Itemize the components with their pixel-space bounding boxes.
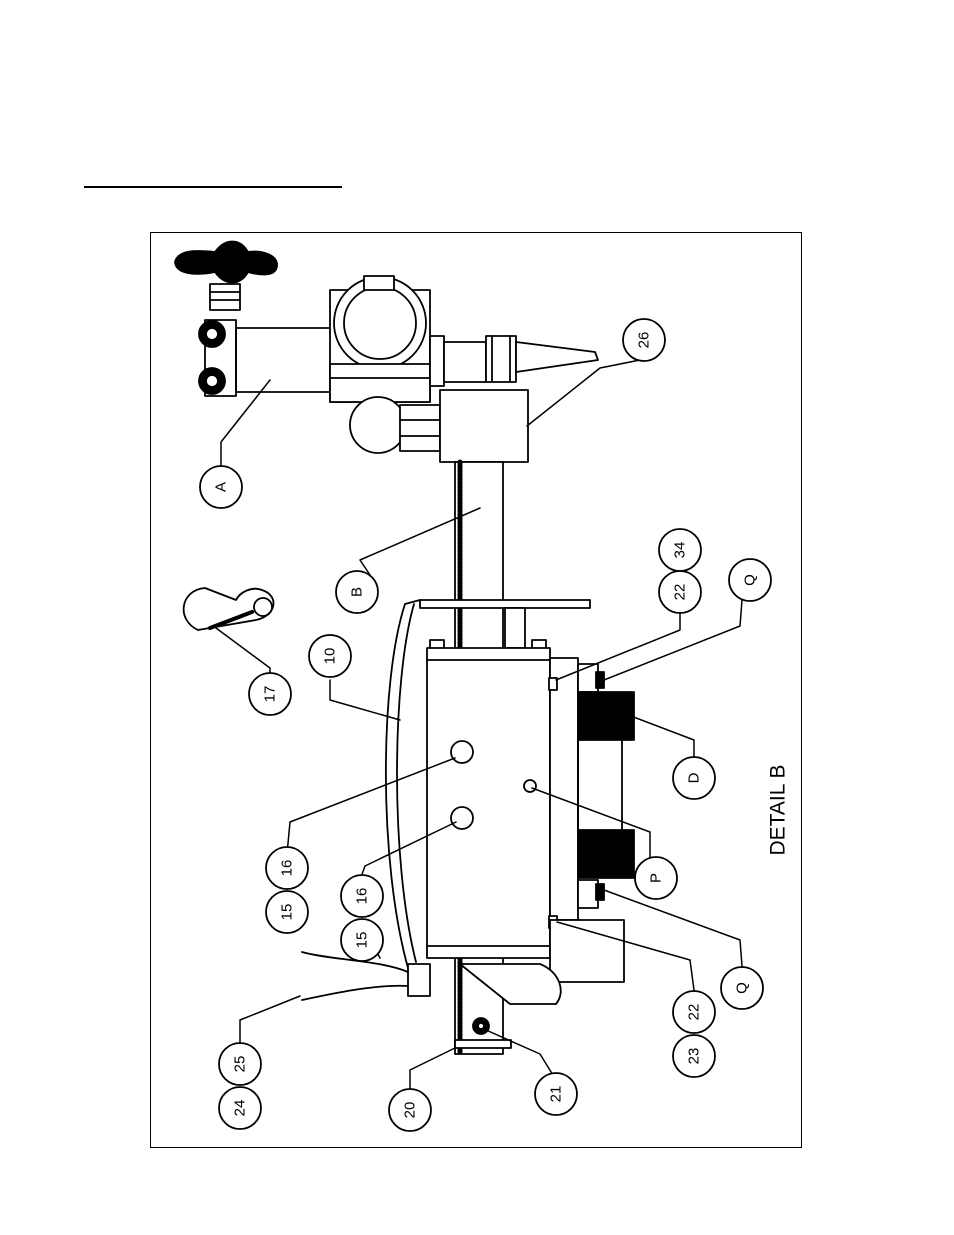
svg-text:20: 20: [402, 1102, 419, 1119]
drawing-frame: [150, 232, 802, 1148]
callout-24: 24: [218, 1086, 262, 1130]
end-plate: [454, 1017, 512, 1049]
svg-text:A: A: [213, 482, 230, 492]
callout-P: P: [634, 856, 678, 900]
callout-21: 21: [534, 1072, 578, 1116]
svg-text:23: 23: [686, 1048, 703, 1065]
svg-text:16: 16: [354, 888, 371, 905]
drive-wheels: [577, 663, 635, 909]
svg-text:D: D: [686, 772, 703, 783]
callout-15-lower: 15: [340, 918, 384, 962]
callout-23: 23: [672, 1034, 716, 1078]
callout-17: 17: [248, 672, 292, 716]
callout-16-upper: 16: [265, 846, 309, 890]
side-plate: [419, 599, 591, 653]
callout-25: 25: [218, 1042, 262, 1086]
svg-text:15: 15: [279, 904, 296, 921]
svg-text:15: 15: [354, 932, 371, 949]
svg-text:P: P: [648, 873, 665, 883]
callout-Q-bottom: Q: [720, 966, 764, 1010]
callout-B: B: [335, 570, 379, 614]
leader-lines: [215, 359, 743, 1091]
title-underline: [84, 186, 342, 188]
svg-text:21: 21: [548, 1086, 565, 1103]
torch-holder-block: [349, 389, 529, 463]
callout-20: 20: [388, 1088, 432, 1132]
callout-15-upper: 15: [265, 890, 309, 934]
svg-text:34: 34: [672, 542, 689, 559]
callout-A: A: [199, 465, 243, 509]
svg-text:22: 22: [672, 584, 689, 601]
svg-text:17: 17: [262, 686, 279, 703]
callout-22-bottom: 22: [672, 990, 716, 1034]
svg-text:Q: Q: [742, 574, 759, 586]
callout-22-top: 22: [658, 570, 702, 614]
snap-hook: [182, 587, 275, 631]
svg-text:Q: Q: [734, 982, 751, 994]
callout-D: D: [672, 756, 716, 800]
svg-text:26: 26: [636, 332, 653, 349]
callout-10: 10: [308, 634, 352, 678]
handle-knob: [174, 240, 278, 311]
callout-34: 34: [658, 528, 702, 572]
svg-text:25: 25: [232, 1056, 249, 1073]
svg-text:22: 22: [686, 1004, 703, 1021]
callout-26: 26: [622, 318, 666, 362]
svg-text:10: 10: [322, 648, 339, 665]
torch-head: [198, 319, 332, 397]
svg-text:B: B: [349, 587, 366, 597]
carriage-handle: [384, 599, 421, 969]
torch-nozzle: [429, 335, 599, 387]
callout-16-lower: 16: [340, 874, 384, 918]
svg-text:24: 24: [232, 1100, 249, 1117]
carriage-body: [426, 647, 579, 959]
svg-text:16: 16: [279, 860, 296, 877]
callout-Q-top: Q: [728, 558, 772, 602]
detail-label: DETAIL B: [767, 764, 790, 855]
regulator-body: [329, 275, 431, 403]
